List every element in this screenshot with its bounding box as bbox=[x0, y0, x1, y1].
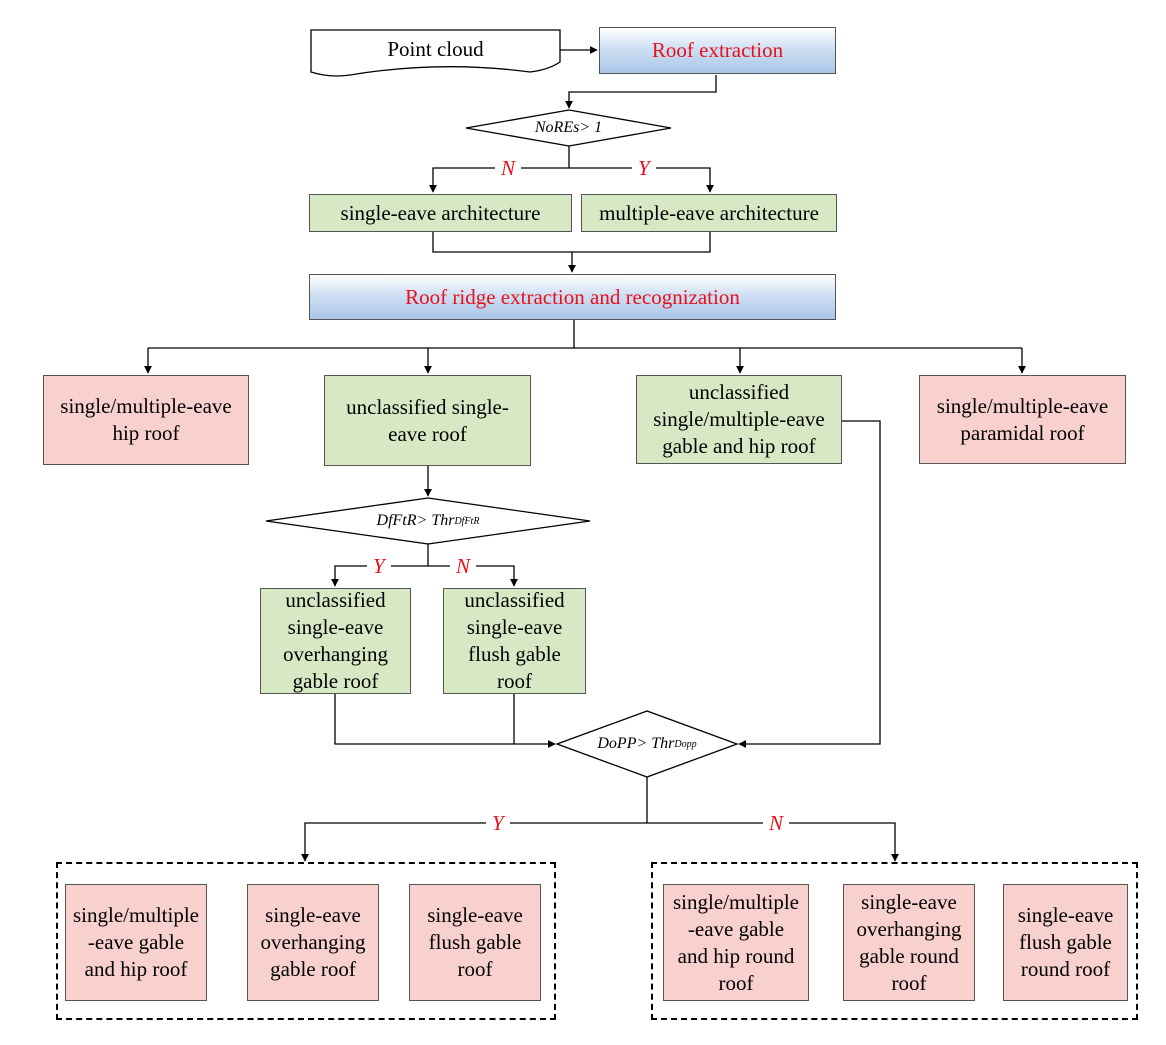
unclassified-gable-hip-roof-box: unclassified single/multiple-eave gable … bbox=[636, 375, 842, 464]
arrow-dopp-to-yes-group bbox=[301, 822, 647, 862]
dopp-yes-label: Y bbox=[486, 812, 510, 834]
roof-ridge-extraction-step: Roof ridge extraction and recognization bbox=[309, 274, 836, 320]
unclassified-single-eave-roof-box: unclassified single- eave roof bbox=[324, 375, 531, 466]
paramidal-roof-result: single/multiple-eave paramidal roof bbox=[919, 375, 1126, 464]
gable-hip-round-roof-result: single/multiple -eave gable and hip roun… bbox=[663, 884, 809, 1001]
point-cloud-shape bbox=[310, 29, 561, 77]
arrow-archs-merge bbox=[432, 232, 711, 253]
roof-extraction-step: Roof extraction bbox=[599, 27, 836, 74]
nores-variable: NoREs bbox=[534, 119, 580, 136]
round-roof-group bbox=[651, 862, 1138, 1020]
unclassified-flush-gable-box: unclassified single-eave flush gable roo… bbox=[443, 588, 586, 694]
non-round-roof-group bbox=[56, 862, 556, 1020]
nores-diamond bbox=[465, 109, 672, 147]
dfftr-variable: DfFtR bbox=[376, 512, 417, 529]
dopp-diamond bbox=[555, 710, 739, 778]
nores-yes-label: Y bbox=[632, 157, 656, 179]
dopp-subscript: Dopp bbox=[674, 738, 697, 750]
dfftr-no-label: N bbox=[450, 555, 477, 577]
arrow-nores-to-single bbox=[429, 167, 569, 193]
dopp-variable: DoPP bbox=[597, 735, 637, 752]
dopp-operator: > Thr bbox=[636, 735, 675, 752]
dopp-no-label: N bbox=[763, 812, 790, 834]
arrow-dopp-to-no-group bbox=[647, 822, 899, 862]
nores-condition: NoREs > 1 bbox=[466, 110, 671, 146]
nores-operator: > 1 bbox=[579, 119, 603, 136]
dfftr-operator: > Thr bbox=[416, 512, 455, 529]
arrow-nores-to-multiple bbox=[569, 167, 714, 193]
flush-gable-round-roof-result: single-eave flush gable round roof bbox=[1003, 884, 1128, 1001]
unclassified-overhanging-gable-box: unclassified single-eave overhanging gab… bbox=[260, 588, 411, 694]
hip-roof-result: single/multiple-eave hip roof bbox=[43, 375, 249, 465]
nores-no-label: N bbox=[495, 157, 522, 179]
single-eave-architecture-box: single-eave architecture bbox=[309, 194, 572, 232]
arrow-overhanging-to-dopp bbox=[334, 694, 556, 748]
arrow-dfftr-to-overhanging bbox=[331, 565, 428, 587]
overhanging-gable-roof-result: single-eave overhanging gable roof bbox=[247, 884, 379, 1001]
gable-hip-roof-result: single/multiple -eave gable and hip roof bbox=[65, 884, 207, 1001]
overhanging-gable-round-roof-result: single-eave overhanging gable round roof bbox=[843, 884, 975, 1001]
flush-gable-roof-result: single-eave flush gable roof bbox=[409, 884, 541, 1001]
dfftr-diamond bbox=[265, 497, 591, 545]
dfftr-yes-label: Y bbox=[367, 555, 391, 577]
arrow-extraction-to-nores bbox=[565, 75, 717, 109]
arrow-gablehip-to-dopp bbox=[738, 420, 881, 748]
multiple-eave-architecture-box: multiple-eave architecture bbox=[581, 194, 837, 232]
dfftr-subscript: DfFtR bbox=[454, 515, 480, 527]
point-cloud-input: Point cloud bbox=[387, 36, 484, 61]
